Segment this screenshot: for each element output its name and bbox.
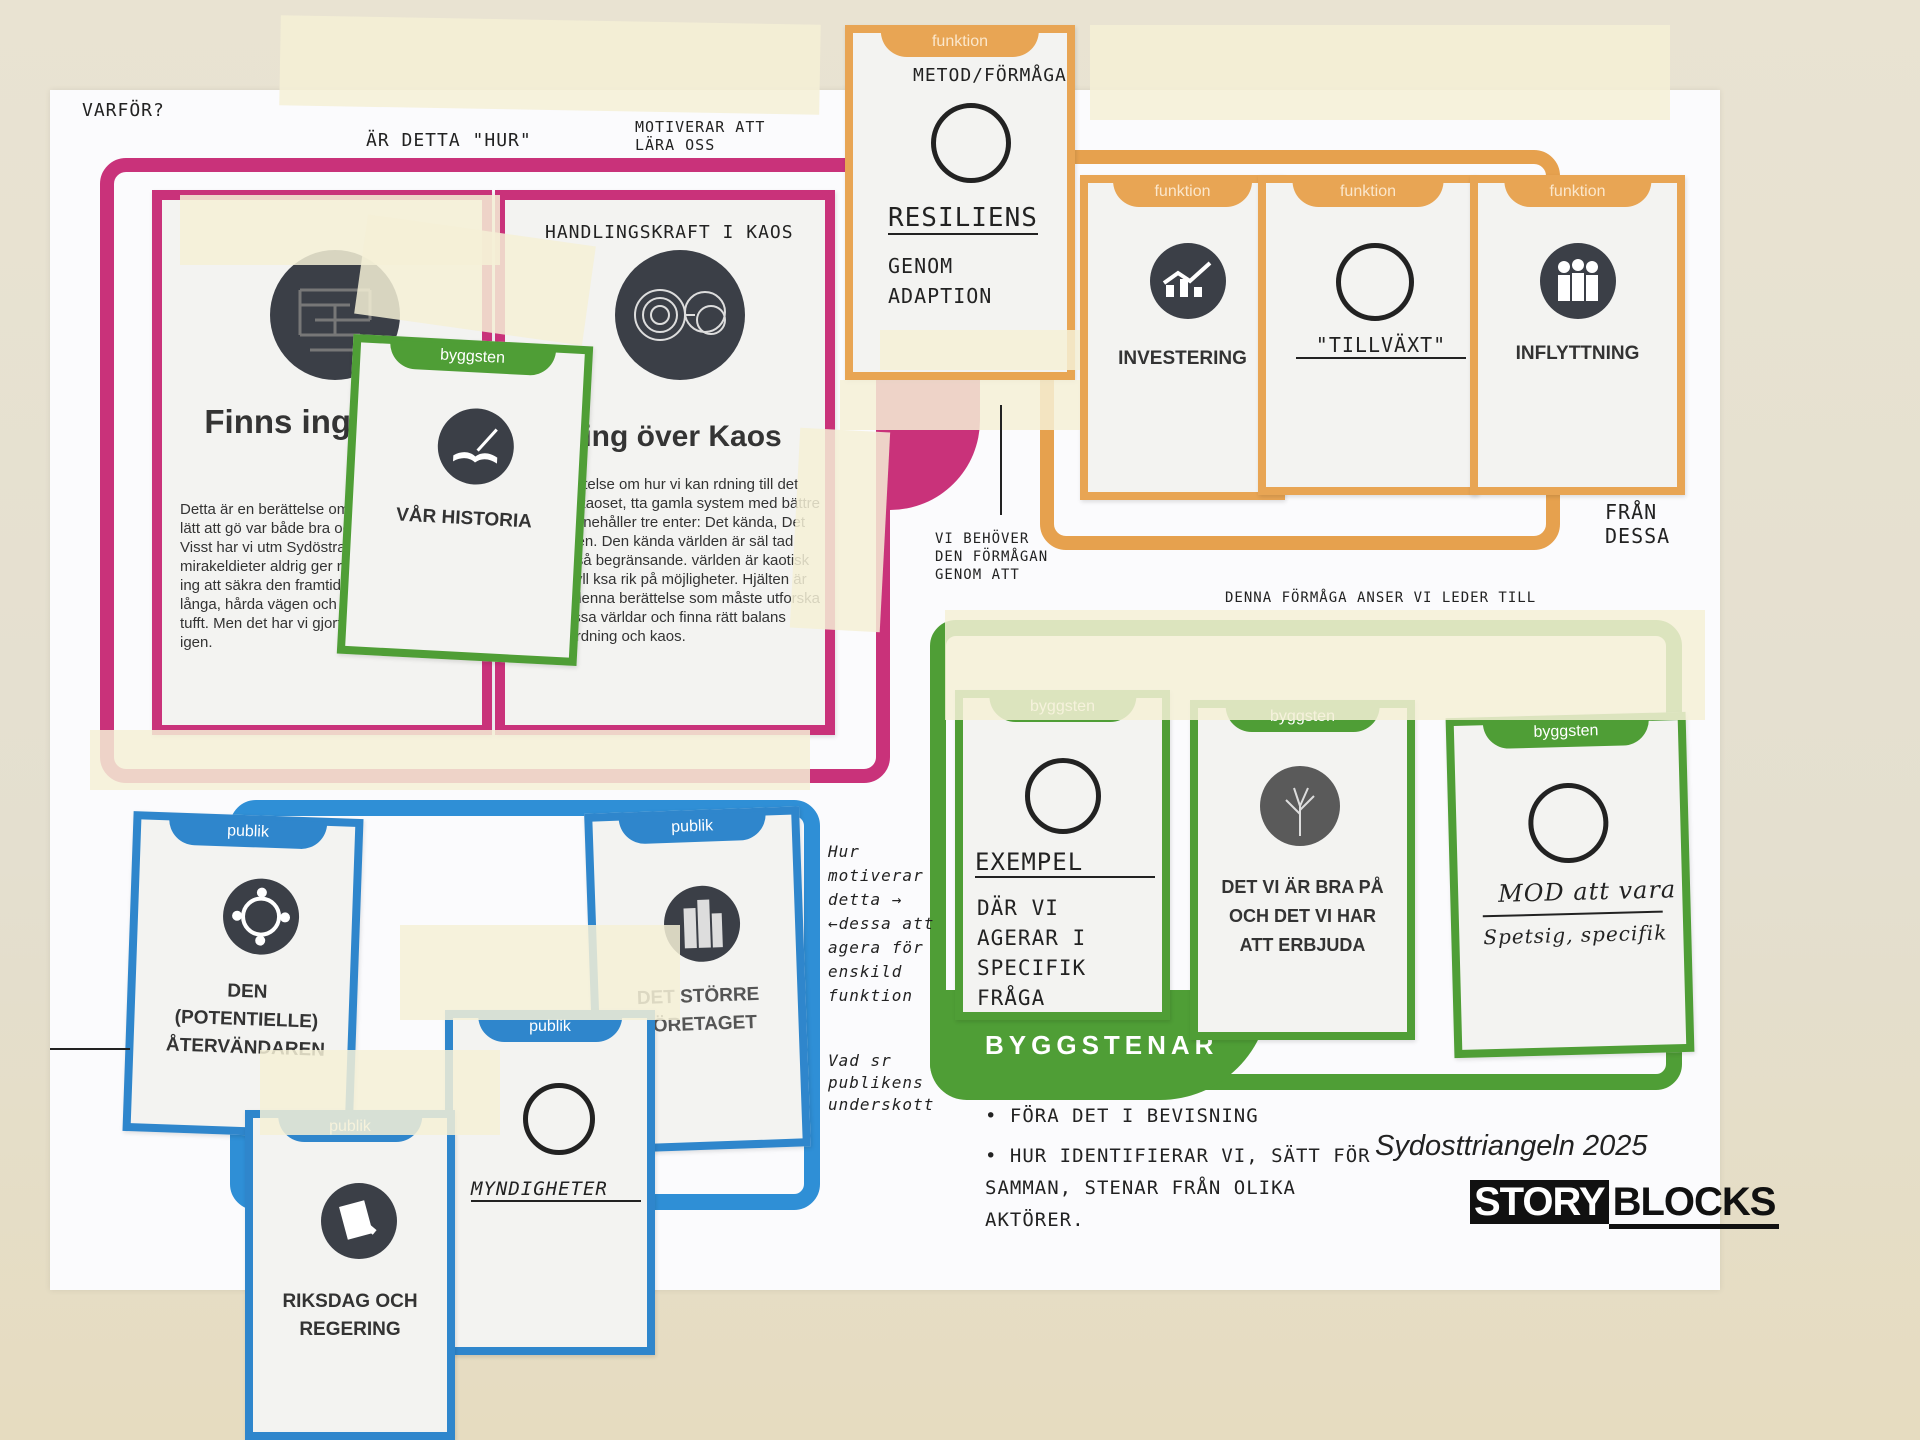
tape <box>790 428 890 632</box>
circle-arrows-icon <box>222 877 301 956</box>
handwritten-header: HANDLINGSKRAFT I KAOS <box>545 222 794 243</box>
green-card-det-vi-ar-bra-pa[interactable]: byggsten DET VI ÄR BRA PÅ OCH DET VI HAR… <box>1190 700 1415 1040</box>
tape <box>279 15 820 114</box>
annotation-vad-sr: Vad sr publikens underskott <box>828 1050 958 1116</box>
tape <box>945 610 1705 720</box>
orange-card-metod[interactable]: funktion METOD/FÖRMÅGA RESILIENS GENOM A… <box>845 25 1075 380</box>
bullet-text: FÖRA DET I BEVISNING <box>1010 1105 1259 1127</box>
empty-circle-icon <box>1527 782 1609 864</box>
blue-card-riksdag-och-regering[interactable]: publik RIKSDAG OCH REGERING <box>245 1110 455 1440</box>
card-tab: funktion <box>1113 179 1253 207</box>
logo-part-1: STORY <box>1470 1180 1609 1224</box>
card-label: MYNDIGHETER <box>471 1178 641 1202</box>
connector-line <box>1000 405 1002 515</box>
handwritten-title: RESILIENS <box>888 203 1038 235</box>
card-label: DET VI ÄR BRA PÅ OCH DET VI HAR ATT ERBJ… <box>1216 873 1389 960</box>
annotation-hur-motiverar: Hur motiverar detta → ←dessa att agera f… <box>828 840 938 1008</box>
bullet-2: • HUR IDENTIFIERAR VI, SÄTT FÖR SAMMAN, … <box>985 1140 1385 1236</box>
underline <box>1483 911 1663 918</box>
bullet-text: HUR IDENTIFIERAR VI, SÄTT FÖR SAMMAN, ST… <box>985 1145 1371 1231</box>
card-label: EXEMPEL <box>975 848 1155 878</box>
green-card-exempel[interactable]: byggsten EXEMPEL DÄR VI AGERAR I SPECIFI… <box>955 690 1170 1020</box>
card-tab: funktion <box>1293 179 1444 207</box>
annotation-fran-dessa: FRÅN DESSA <box>1605 500 1695 548</box>
bullet-dot: • <box>985 1145 1010 1167</box>
tape <box>90 730 810 790</box>
card-tab: byggsten <box>389 340 556 377</box>
empty-circle-icon <box>931 103 1011 183</box>
orange-card-investering[interactable]: funktion INVESTERING <box>1080 175 1285 500</box>
tape <box>400 925 680 1020</box>
green-card-var-historia[interactable]: byggsten VÅR HISTORIA <box>337 334 593 666</box>
footer-title: Sydosttriangeln 2025 <box>1375 1130 1647 1163</box>
bullet-1: • FÖRA DET I BEVISNING <box>985 1105 1259 1127</box>
card-tab: funktion <box>1504 179 1651 207</box>
orange-card-tillvaxt[interactable]: funktion "TILLVÄXT" <box>1258 175 1478 495</box>
gavel-icon <box>321 1183 397 1259</box>
card-label: VÅR HISTORIA <box>352 502 577 536</box>
card-label: "TILLVÄXT" <box>1296 333 1466 359</box>
card-label: METOD/FÖRMÅGA <box>913 63 1073 89</box>
card-label: RIKSDAG OCH REGERING <box>273 1288 427 1344</box>
annotation-denna-formaga: DENNA FÖRMÅGA ANSER VI LEDER TILL <box>1225 590 1536 606</box>
green-card-mod-att-vara[interactable]: byggsten MOD att vara Spetsig, specifik <box>1446 712 1695 1058</box>
card-label: INVESTERING <box>1088 348 1277 370</box>
annotation-vi-behover: VI BEHÖVER DEN FÖRMÅGAN GENOM ATT <box>935 530 1065 584</box>
handwritten-note: Spetsig, specifik <box>1483 920 1668 949</box>
empty-circle-icon <box>1336 243 1414 321</box>
annotation-varfor: VARFÖR? <box>82 100 165 121</box>
card-tab: funktion <box>881 29 1039 57</box>
card-tab: byggsten <box>1483 717 1649 749</box>
tape <box>880 330 1080 370</box>
annotation-ar-detta: ÄR DETTA "HUR" <box>366 130 532 151</box>
card-title: ning över Kaos <box>565 420 782 454</box>
spiral-icon <box>615 250 745 380</box>
annotation-motiverar: MOTIVERAR ATT LÄRA OSS <box>635 118 785 154</box>
card-tab: publik <box>618 812 766 845</box>
card-tab: publik <box>168 816 327 850</box>
tape <box>260 1050 500 1135</box>
handwritten-note: DÄR VI AGERAR I SPECIFIK FRÅGA <box>977 893 1127 1013</box>
card-label: MOD att vara <box>1498 875 1677 908</box>
section-label: BYGGSTENAR <box>985 1030 1218 1061</box>
bullet-dot: • <box>985 1105 1010 1127</box>
book-icon <box>436 407 516 487</box>
orange-card-inflyttning[interactable]: funktion INFLYTTNING <box>1470 175 1685 495</box>
card-label: INFLYTTNING <box>1478 343 1677 365</box>
empty-circle-icon <box>523 1083 595 1155</box>
people-icon <box>1540 243 1616 319</box>
handwritten-note: GENOM ADAPTION <box>888 251 1038 311</box>
tree-icon <box>1260 766 1340 846</box>
tape <box>1090 25 1670 120</box>
growth-chart-icon <box>1150 243 1226 319</box>
logo-part-2: BLOCKS <box>1609 1180 1780 1229</box>
empty-circle-icon <box>1025 758 1101 834</box>
tape <box>840 380 1080 430</box>
divider-line <box>50 1048 130 1050</box>
